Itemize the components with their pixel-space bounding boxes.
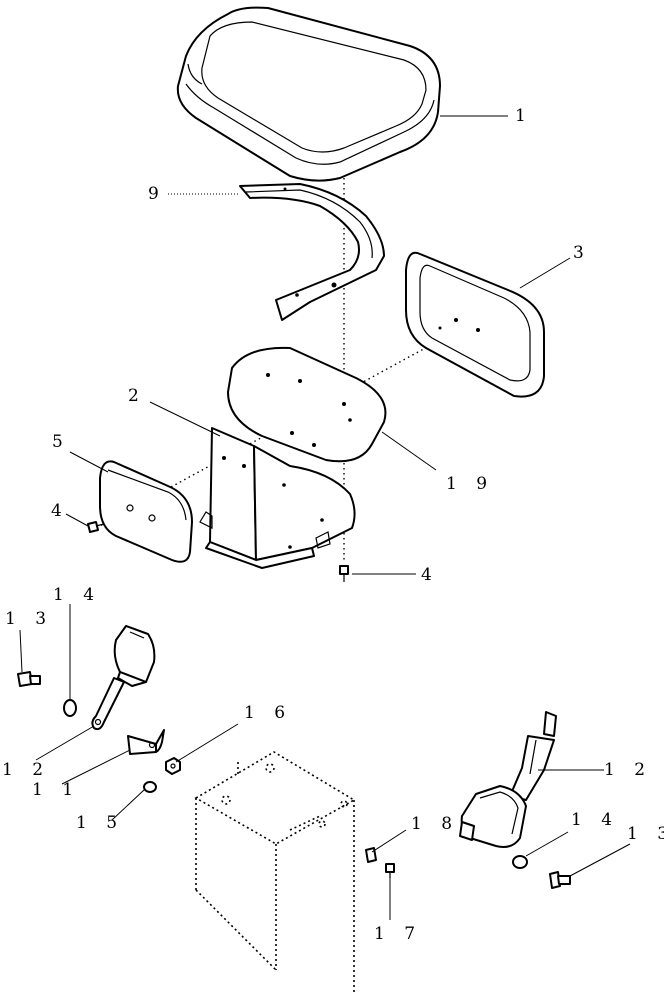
callout-14b: 1 4: [571, 810, 620, 830]
callout-12a: 1 2: [2, 760, 51, 780]
leader-11: [61, 749, 131, 785]
leader-15: [111, 789, 145, 821]
callout-13b: 1 3: [627, 824, 664, 844]
callout-17: 1 7: [374, 924, 423, 944]
seat-belt-retractor-right: [459, 711, 557, 848]
seat-base-plate: [227, 346, 387, 463]
leader-4a: [65, 513, 89, 527]
screw-17: [385, 863, 395, 878]
washer-15: [143, 781, 157, 793]
callout-18: 1 8: [411, 814, 460, 834]
callout-9: 9: [148, 184, 166, 204]
backrest-pad-right: [405, 251, 545, 398]
seat-frame-phantom: [194, 751, 356, 994]
leader-14b: [525, 831, 569, 857]
leader-13a: [19, 629, 23, 673]
callout-16: 1 6: [244, 703, 293, 723]
leader-18: [371, 829, 407, 853]
leader-3: [519, 257, 571, 289]
leader-13b: [569, 843, 631, 877]
callout-11: 1 1: [32, 780, 81, 800]
bolt-left: [17, 671, 41, 687]
leader-5: [69, 451, 109, 473]
callout-4b: 4: [421, 565, 439, 585]
leader-12a: [35, 725, 95, 761]
washer-left: [63, 699, 77, 717]
callout-1: 1: [515, 106, 533, 126]
callout-3: 3: [573, 243, 591, 263]
leader-19: [381, 431, 437, 471]
backrest-pad-left: [99, 460, 193, 563]
angle-bracket: [127, 729, 165, 755]
callout-15: 1 5: [76, 813, 125, 833]
callout-12b: 1 2: [604, 760, 653, 780]
leader-2: [149, 401, 221, 437]
bolt-right: [549, 871, 571, 889]
callout-2: 2: [128, 386, 146, 406]
callout-19: 1 9: [446, 474, 495, 494]
trim-strip: [239, 183, 385, 321]
leader-16: [175, 723, 239, 763]
seat-belt-buckle-left: [91, 625, 156, 731]
callout-13a: 1 3: [5, 609, 54, 629]
callout-5: 5: [52, 432, 70, 452]
callout-14a: 1 4: [53, 585, 102, 605]
screw-left: [87, 521, 105, 533]
screw-bottom: [339, 565, 349, 582]
mounting-bracket: [199, 427, 356, 569]
washer-right: [512, 855, 528, 869]
seat-cushion: [176, 6, 441, 182]
callout-4a: 4: [51, 501, 69, 521]
